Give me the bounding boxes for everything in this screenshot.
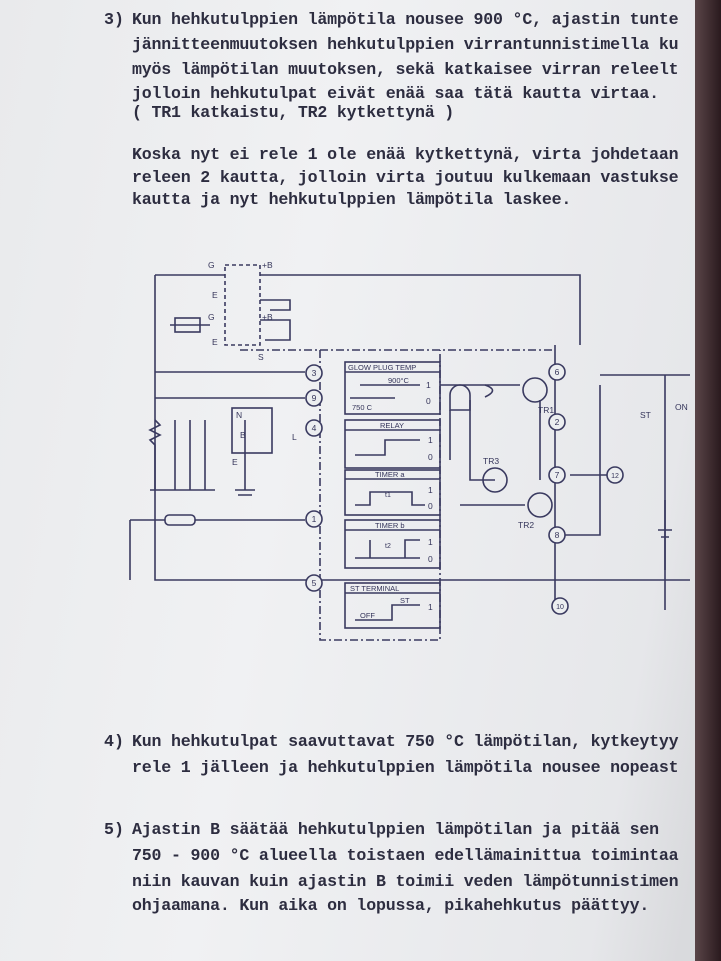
relay-box xyxy=(224,264,261,346)
text-line: Koska nyt ei rele 1 ole enää kytkettynä,… xyxy=(132,145,679,164)
wire xyxy=(155,324,305,399)
section-number: 4) xyxy=(104,732,124,751)
text-line: ohjaamana. Kun aika on lopussa, pikahehk… xyxy=(132,896,650,915)
label-1: 1 xyxy=(428,435,433,445)
text-line: Ajastin B säätää hehkutulppien lämpötila… xyxy=(132,820,659,839)
label-b: B xyxy=(240,430,246,440)
text-line: jännitteenmuutoksen hehkutulppien virran… xyxy=(132,35,679,54)
node-12: 12 xyxy=(611,473,619,480)
node-1: 1 xyxy=(312,514,317,524)
label-glow-plug-temp: GLOW PLUG TEMP xyxy=(348,363,416,372)
label-0: 0 xyxy=(428,554,433,564)
wire xyxy=(600,374,690,610)
label-l: L xyxy=(292,432,297,442)
label-tr3: TR3 xyxy=(483,456,499,466)
label-n: N xyxy=(236,410,242,420)
node-8: 8 xyxy=(555,530,560,540)
text-line: ( TR1 katkaistu, TR2 kytkettynä ) xyxy=(132,103,455,122)
node-9: 9 xyxy=(312,393,317,403)
label-relay: RELAY xyxy=(380,421,404,430)
block-st-terminal xyxy=(344,582,441,629)
resistors xyxy=(148,419,215,491)
text-line: myös lämpötilan muutoksen, sekä katkaise… xyxy=(132,60,679,79)
text-line: kautta ja nyt hehkutulppien lämpötila la… xyxy=(132,190,572,209)
block-timer-a xyxy=(344,469,441,516)
label-st: ST xyxy=(400,596,410,605)
node-2: 2 xyxy=(555,417,560,427)
text-line: jolloin hehkutulpat eivät enää saa tätä … xyxy=(132,84,659,103)
battery xyxy=(658,500,672,570)
label-g: G xyxy=(208,312,215,322)
node-10: 10 xyxy=(556,604,564,611)
label-on: ON xyxy=(675,402,688,412)
label-1: 1 xyxy=(426,380,431,390)
text-line: 750 - 900 °C alueella toistaen edellämai… xyxy=(132,846,679,865)
label-e: E xyxy=(232,457,238,467)
resistor xyxy=(174,317,201,333)
node-7: 7 xyxy=(555,470,560,480)
label-0: 0 xyxy=(428,501,433,511)
label-plus-b: +B xyxy=(262,312,273,322)
label-t1: t1 xyxy=(385,492,391,499)
label-st: ST xyxy=(640,410,651,420)
section-number: 5) xyxy=(104,820,124,839)
wire xyxy=(440,384,525,506)
wire xyxy=(260,274,581,345)
block-glow-plug-temp xyxy=(344,361,441,415)
block-timer-b xyxy=(344,519,441,569)
connector-nodes xyxy=(305,363,624,615)
label-s: S xyxy=(258,352,264,362)
page-edge-shadow xyxy=(695,0,721,961)
label-tr1: TR1 xyxy=(538,405,554,415)
label-1: 1 xyxy=(428,602,433,612)
node-5: 5 xyxy=(312,578,317,588)
node-6: 6 xyxy=(555,367,560,377)
label-g: G xyxy=(208,260,215,270)
node-3: 3 xyxy=(312,368,317,378)
label-tr2: TR2 xyxy=(518,520,534,530)
transistors xyxy=(449,377,553,518)
label-1: 1 xyxy=(428,537,433,547)
label-e: E xyxy=(212,337,218,347)
label-e: E xyxy=(212,290,218,300)
text-line: Kun hehkutulppien lämpötila nousee 900 °… xyxy=(132,10,679,29)
wire xyxy=(129,519,305,580)
dash-outline xyxy=(240,349,555,641)
text-line: Kun hehkutulpat saavuttavat 750 °C lämpö… xyxy=(132,732,679,751)
ground xyxy=(235,420,255,496)
wire xyxy=(154,274,690,581)
label-900c: 900°C xyxy=(388,376,410,385)
wire xyxy=(260,299,291,341)
block-relay xyxy=(344,419,441,469)
text-line: rele 1 jälleen ja hehkutulppien lämpötil… xyxy=(132,758,679,777)
label-off: OFF xyxy=(360,611,375,620)
section-number: 3) xyxy=(104,10,124,29)
label-timer-a: TIMER a xyxy=(375,470,405,479)
label-0: 0 xyxy=(426,396,431,406)
text-line: niin kauvan kuin ajastin B toimii veden … xyxy=(132,872,679,891)
label-750c: 750 C xyxy=(352,403,373,412)
sensor xyxy=(164,514,196,526)
label-timer-b: TIMER b xyxy=(375,521,405,530)
label-1: 1 xyxy=(428,485,433,495)
text-line: releen 2 kautta, jolloin virta joutuu ku… xyxy=(132,168,679,187)
switch-box xyxy=(231,407,273,454)
label-0: 0 xyxy=(428,452,433,462)
node-4: 4 xyxy=(312,423,317,433)
label-t2: t2 xyxy=(385,543,391,550)
label-plus-b: +B xyxy=(262,260,273,270)
label-st-terminal: ST TERMINAL xyxy=(350,584,399,593)
